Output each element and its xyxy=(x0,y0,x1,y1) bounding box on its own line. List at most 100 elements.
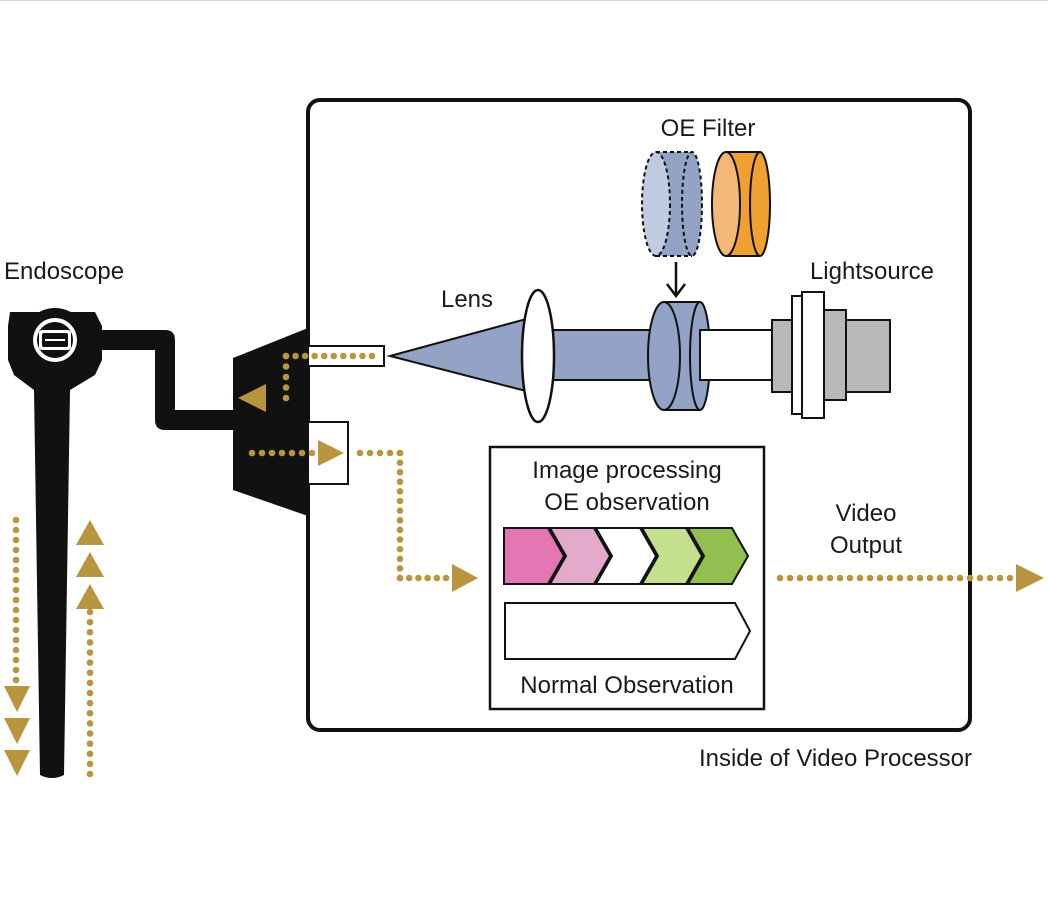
signal-dot xyxy=(268,449,276,457)
signal-dot xyxy=(298,449,306,457)
signal-dot xyxy=(282,352,290,360)
signal-dot xyxy=(12,536,20,544)
output-label: Output xyxy=(830,532,902,559)
signal-dot xyxy=(86,618,94,626)
signal-dot xyxy=(396,574,404,582)
light-tube xyxy=(699,329,773,381)
signal-dot xyxy=(796,574,804,582)
signal-dot xyxy=(856,574,864,582)
signal-dot xyxy=(301,352,309,360)
signal-dot xyxy=(976,574,984,582)
signal-dot xyxy=(896,574,904,582)
signal-dot xyxy=(12,586,20,594)
signal-dot xyxy=(86,770,94,778)
signal-dot xyxy=(12,516,20,524)
signal-dot xyxy=(86,699,94,707)
signal-dot xyxy=(340,352,347,360)
signal-dot xyxy=(916,574,924,582)
signal-dot xyxy=(12,636,20,644)
signal-dot xyxy=(396,517,404,524)
signal-dot xyxy=(376,449,384,457)
signal-dot xyxy=(282,394,290,402)
signal-dot xyxy=(12,646,20,654)
light-beam xyxy=(537,329,657,381)
signal-dot xyxy=(12,566,20,574)
signal-dot xyxy=(368,352,376,360)
signal-dot xyxy=(86,740,94,747)
lightsource-label: Lightsource xyxy=(810,258,934,285)
down-arrow-icon xyxy=(4,686,30,712)
signal-dot xyxy=(258,449,266,457)
signal-dot xyxy=(86,730,94,737)
lens-icon xyxy=(520,288,556,424)
signal-dot xyxy=(12,666,20,674)
oe-chevron xyxy=(548,527,612,585)
signal-paths xyxy=(4,352,1044,778)
lens-label: Lens xyxy=(441,286,493,313)
up-arrow-icon xyxy=(76,584,104,609)
signal-dot xyxy=(359,352,366,360)
signal-dot xyxy=(330,352,338,360)
oe-chevron xyxy=(594,527,658,585)
oe-chevron xyxy=(503,527,566,585)
signal-dot xyxy=(282,373,290,381)
image-processing-label: Image processing xyxy=(532,457,721,484)
down-arrow-icon xyxy=(4,718,30,744)
signal-dot xyxy=(405,574,413,582)
video-output-arrow-icon xyxy=(1016,564,1044,592)
signal-dot xyxy=(946,574,954,582)
up-arrow-icon xyxy=(76,520,104,545)
signal-dot xyxy=(396,536,404,543)
signal-dot xyxy=(86,608,94,616)
signal-dot xyxy=(396,468,404,476)
signal-dot xyxy=(86,639,94,646)
signal-dot xyxy=(349,352,357,360)
signal-dot xyxy=(396,497,404,505)
signal-dot xyxy=(996,574,1004,582)
signal-dot xyxy=(292,352,299,360)
signal-dot xyxy=(936,574,944,582)
signal-dot xyxy=(308,449,316,457)
signal-dot xyxy=(396,555,404,563)
signal-dot xyxy=(278,449,286,457)
blue-filter-dashed-icon xyxy=(641,151,703,257)
top-border-line xyxy=(0,0,1048,1)
signal-dot xyxy=(396,488,404,495)
inside-processor-label: Inside of Video Processor xyxy=(699,745,972,772)
signal-dot xyxy=(86,709,94,717)
signal-dot xyxy=(86,689,94,697)
signal-dot xyxy=(282,384,290,391)
signal-dot xyxy=(86,760,94,768)
signal-dot xyxy=(786,574,794,582)
signal-dot xyxy=(12,656,20,664)
signal-dot xyxy=(415,574,422,582)
signal-dot xyxy=(806,574,814,582)
signal-dot xyxy=(12,576,20,584)
signal-dot xyxy=(776,574,784,582)
oe-chevron-row xyxy=(503,527,750,585)
down-arrow-icon xyxy=(4,750,30,776)
signal-dot xyxy=(424,574,431,582)
left-arrow-icon xyxy=(238,384,266,412)
signal-dot xyxy=(986,574,994,582)
signal-dot xyxy=(12,606,20,614)
signal-dot xyxy=(396,545,404,553)
signal-dot xyxy=(846,574,854,582)
signal-dot xyxy=(396,565,404,572)
signal-dot xyxy=(86,679,94,687)
up-arrow-icon xyxy=(76,552,104,577)
signal-dot xyxy=(12,676,20,684)
signal-dot xyxy=(886,574,894,582)
signal-dot xyxy=(12,596,20,604)
signal-dot xyxy=(288,449,296,457)
lightsource-icon xyxy=(771,291,891,419)
signal-dot xyxy=(956,574,964,582)
signal-dot xyxy=(86,669,94,677)
signal-dot xyxy=(86,720,94,727)
signal-dot xyxy=(12,626,20,634)
signal-dot xyxy=(248,449,256,457)
signal-dot xyxy=(311,352,318,360)
signal-dot xyxy=(442,574,450,582)
signal-dot xyxy=(906,574,914,582)
signal-dot xyxy=(86,649,94,656)
